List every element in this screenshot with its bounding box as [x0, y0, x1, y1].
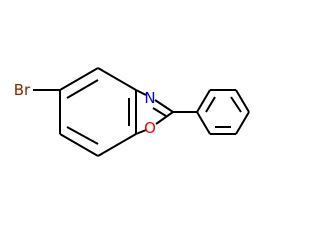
benzoxazole-structure: Br N O: [14, 67, 250, 157]
double-bond-inner: [152, 107, 167, 117]
oxygen-label: O: [144, 119, 156, 137]
oxazole-ring: [135, 89, 174, 135]
double-bond-inner: [230, 96, 242, 113]
bond: [135, 89, 147, 96]
benzo-ring: [59, 67, 137, 157]
double-bond-inner: [66, 79, 99, 99]
nitrogen-label: N: [144, 89, 155, 107]
bond: [235, 89, 250, 113]
double-bond-inner: [205, 96, 216, 113]
bond: [196, 89, 211, 113]
bond: [196, 111, 211, 135]
bond: [97, 67, 137, 91]
double-bond-inner: [66, 126, 99, 145]
bond: [154, 99, 174, 113]
bromine-label: Br: [14, 81, 31, 99]
bond: [235, 111, 250, 135]
bond: [59, 67, 99, 91]
phenyl-ring: [196, 89, 250, 135]
bond: [97, 133, 137, 157]
bond: [59, 133, 99, 157]
bond: [135, 129, 147, 135]
bond: [155, 111, 174, 125]
